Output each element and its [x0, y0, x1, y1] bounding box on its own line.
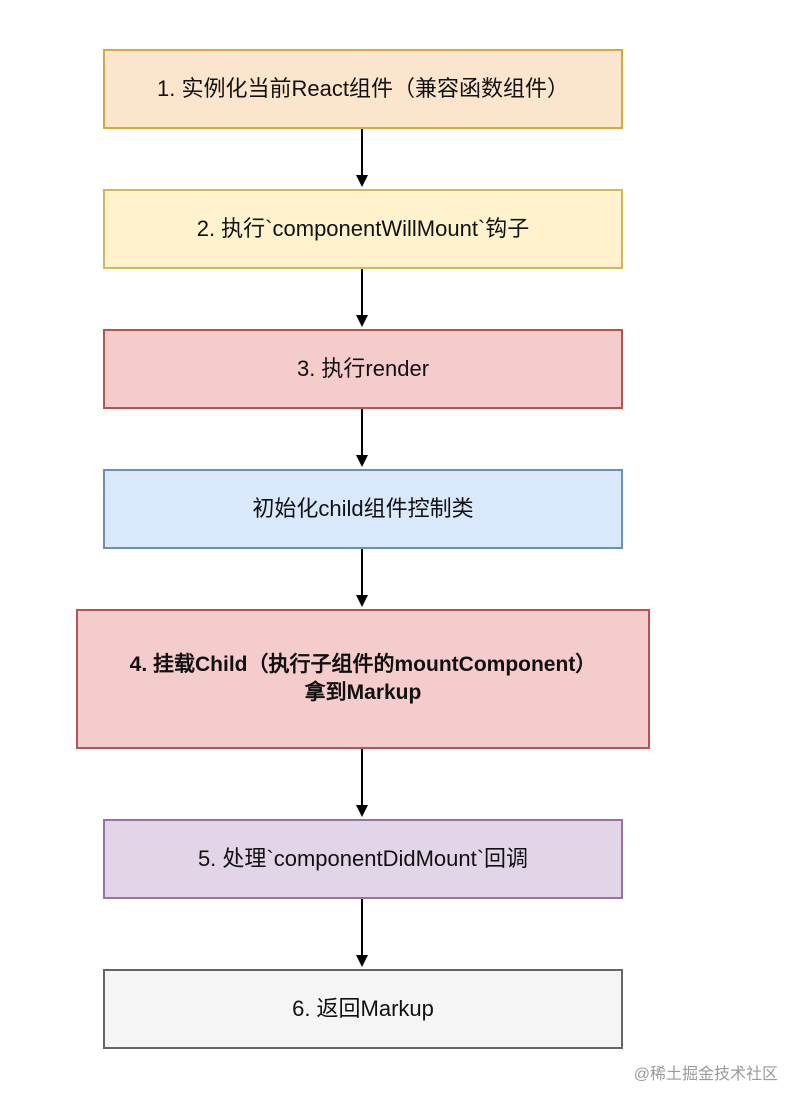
watermark-text: @稀土掘金技术社区	[633, 1066, 778, 1083]
arrow-node5-to-node6	[356, 749, 368, 819]
arrow-node6-to-node7	[356, 899, 368, 969]
flow-node-5-label-line2: 拿到Markup	[304, 681, 422, 704]
flow-node-3-render: 3. 执行render	[103, 329, 623, 409]
flow-node-7-return-markup: 6. 返回Markup	[103, 969, 623, 1049]
arrow-node4-to-node5	[356, 549, 368, 609]
arrow-node1-to-node2	[356, 129, 368, 189]
flow-node-1-label: 1. 实例化当前React组件（兼容函数组件）	[157, 76, 569, 102]
arrow-node3-to-node4	[356, 409, 368, 469]
flow-node-1-instantiate-component: 1. 实例化当前React组件（兼容函数组件）	[103, 49, 623, 129]
flow-node-2-component-will-mount: 2. 执行`componentWillMount`钩子	[103, 189, 623, 269]
arrow-node2-to-node3	[356, 269, 368, 329]
flow-node-4-init-child-controller: 初始化child组件控制类	[103, 469, 623, 549]
flow-node-5-mount-child: 4. 挂载Child（执行子组件的mountComponent） 拿到Marku…	[76, 609, 650, 749]
flow-node-6-label: 5. 处理`componentDidMount`回调	[197, 846, 529, 872]
flow-node-2-label: 2. 执行`componentWillMount`钩子	[196, 216, 530, 242]
flow-node-5-label-line1: 4. 挂载Child（执行子组件的mountComponent）	[129, 652, 597, 676]
flow-node-6-component-did-mount: 5. 处理`componentDidMount`回调	[103, 819, 623, 899]
flow-node-4-label: 初始化child组件控制类	[252, 496, 474, 522]
flow-node-3-label: 3. 执行render	[296, 356, 430, 382]
flow-node-7-label: 6. 返回Markup	[292, 996, 434, 1022]
